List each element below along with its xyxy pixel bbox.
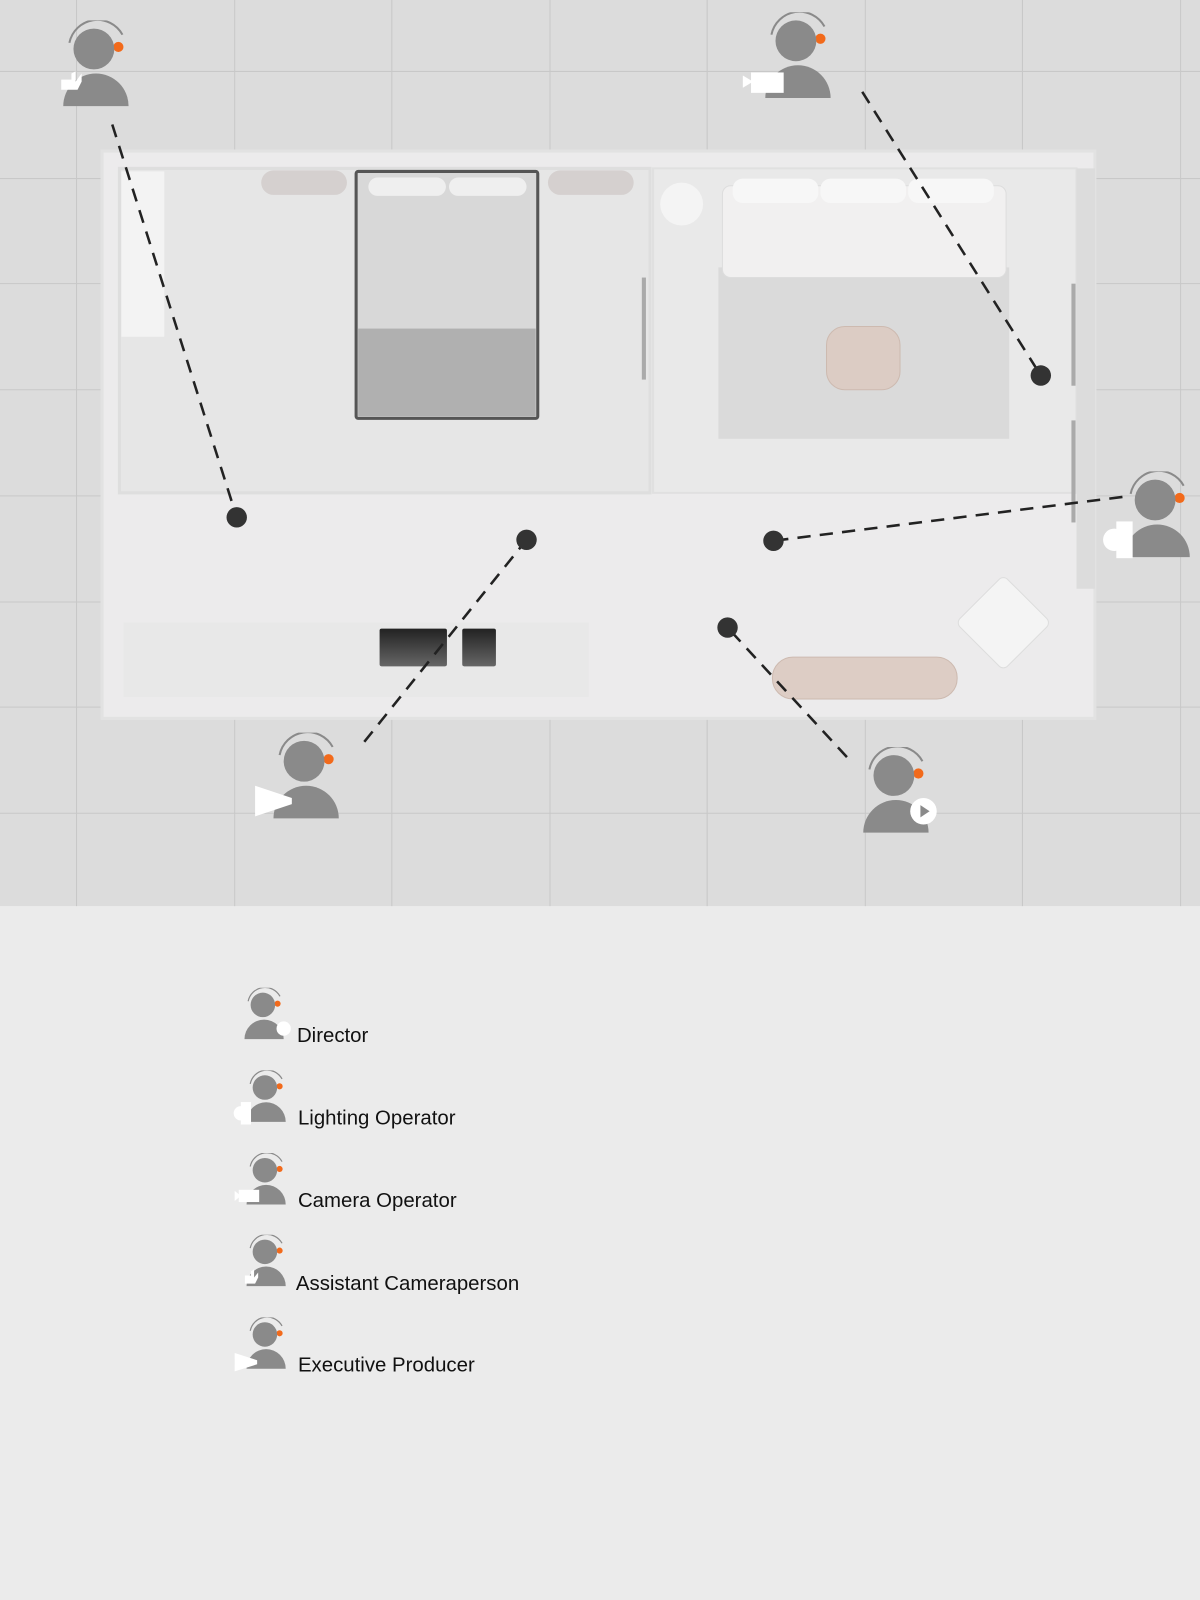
megaphone-icon [234,1353,258,1372]
play-icon [276,1021,291,1036]
nightstand [261,170,347,195]
legend-label: Camera Operator [298,1190,457,1212]
hand-icon [61,71,82,90]
crew-director[interactable] [862,746,937,834]
wardrobe [121,171,165,337]
crew-executive-producer[interactable] [255,732,340,820]
marker-executive-producer[interactable] [516,529,537,550]
coffee-table [826,326,901,391]
legend-label: Director [297,1025,369,1047]
nightstand [547,170,634,195]
play-icon [910,797,937,825]
legend: Director Lighting Operator Camera Operat… [233,987,519,1376]
light-icon [233,1102,252,1125]
marker-camera-operator[interactable] [1030,365,1052,386]
appliance [462,628,496,667]
camera-icon [234,1189,260,1203]
marker-assistant-cameraperson[interactable] [226,507,247,528]
apartment-floor-plan [100,149,1097,720]
bench [771,656,958,700]
crew-camera-operator[interactable] [742,12,832,99]
legend-item-camera-operator: Camera Operator [234,1153,457,1212]
legend-item-lighting-operator: Lighting Operator [233,1070,456,1129]
megaphone-icon [255,785,292,817]
position-markers [226,365,1052,638]
crew-lighting-operator[interactable] [1103,471,1191,559]
light-icon [1103,521,1133,559]
legend-item-executive-producer: Executive Producer [234,1317,475,1376]
legend-item-assistant-cameraperson: Assistant Cameraperson [244,1234,519,1295]
crew-assistant-cameraperson[interactable] [61,20,130,108]
marker-lighting-operator[interactable] [763,530,784,552]
marker-director[interactable] [717,617,738,638]
kitchen-counter [123,622,589,697]
legend-label: Assistant Cameraperson [296,1273,519,1295]
legend-label: Lighting Operator [298,1107,456,1129]
camera-icon [742,72,784,93]
plant [660,182,704,226]
hand-icon [244,1269,259,1284]
sight-lines [111,91,1123,759]
armchair [957,577,1049,669]
appliance [379,628,447,667]
legend-item-director: Director [243,987,369,1047]
legend-label: Executive Producer [298,1354,475,1376]
